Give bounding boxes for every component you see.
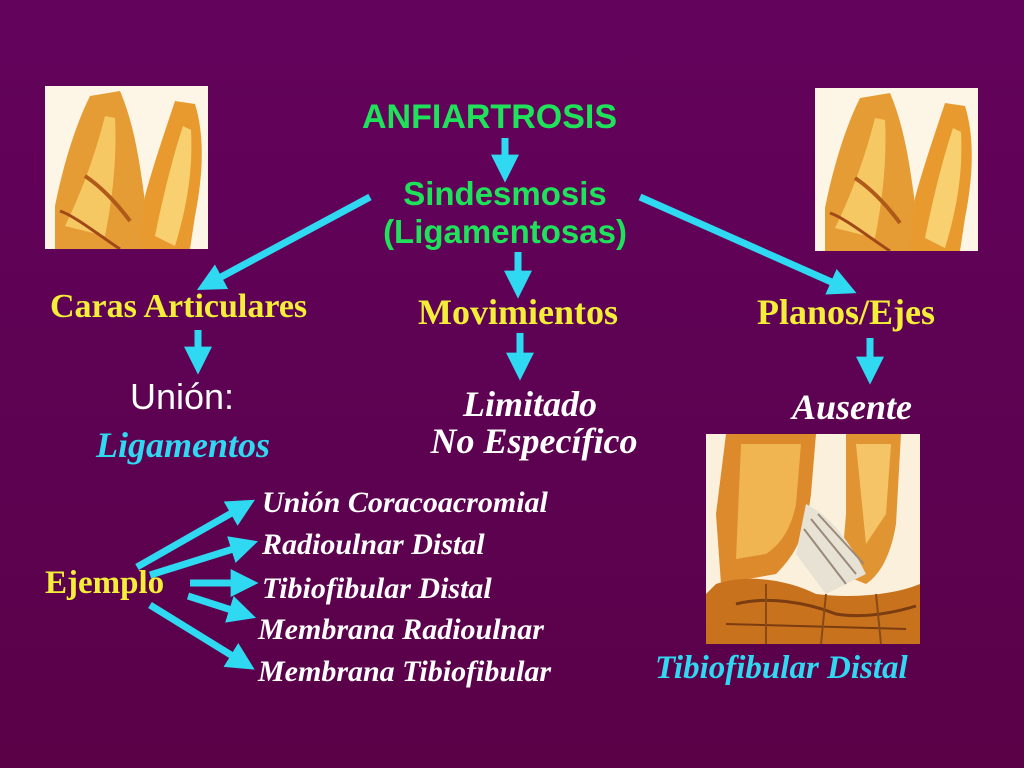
movimientos-value-line1: Limitado: [463, 384, 597, 424]
planos-value: Ausente: [792, 387, 913, 427]
example-item-1: Unión Coracoacromial: [262, 486, 548, 519]
example-item-2: Radioulnar Distal: [262, 528, 485, 561]
union-label: Unión:: [130, 376, 235, 417]
header-caras-articulares: Caras Articulares: [50, 288, 308, 325]
arrow-ejemplo-4: [186, 592, 256, 623]
ankle-joint-image: [706, 434, 920, 644]
arrow-to-planos: [638, 193, 857, 295]
example-item-3: Tibiofibular Distal: [262, 572, 492, 605]
arrow-ejemplo-2: [148, 536, 259, 579]
bone-image-top-right: [815, 88, 978, 251]
subtitle-line1: Sindesmosis: [403, 175, 607, 212]
subtitle-line2: (Ligamentosas): [383, 213, 627, 250]
arrow-ejemplo-5: [148, 602, 255, 670]
example-item-5: Membrana Tibiofibular: [258, 655, 552, 688]
figure-caption: Tibiofibular Distal: [655, 650, 908, 686]
bone-image-top-left: [45, 86, 208, 249]
header-planos-ejes: Planos/Ejes: [757, 292, 936, 332]
union-value: Ligamentos: [96, 425, 271, 465]
arrow-ejemplo-1: [135, 499, 255, 571]
title: ANFIARTROSIS: [362, 98, 617, 136]
example-item-4: Membrana Radioulnar: [258, 613, 544, 646]
arrow-to-caras: [196, 193, 372, 290]
header-movimientos: Movimientos: [418, 292, 618, 332]
ejemplo-label: Ejemplo: [45, 565, 165, 601]
movimientos-value-line2: No Específico: [430, 421, 638, 461]
